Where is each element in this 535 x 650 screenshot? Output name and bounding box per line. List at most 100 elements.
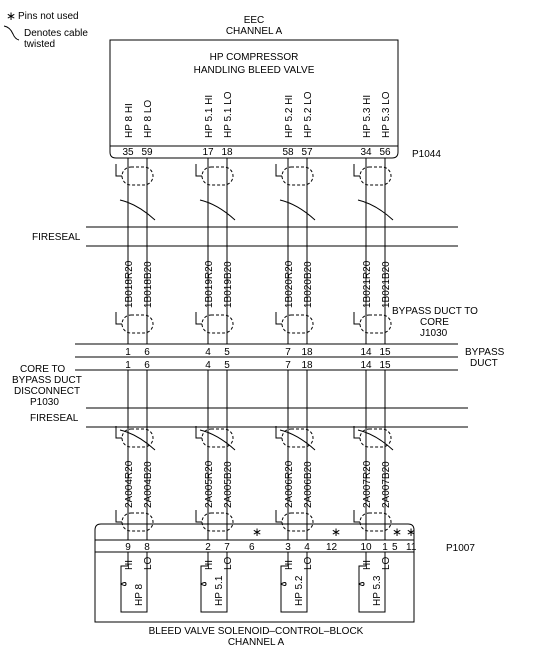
shield-icon	[281, 512, 314, 532]
legend-asterisk-icon: ∗	[6, 9, 16, 23]
footer-line1: BLEED VALVE SOLENOID–CONTROL–BLOCK	[149, 626, 364, 637]
p1007-label: P1007	[446, 543, 475, 554]
solenoid-hi-label: HI	[204, 560, 215, 570]
wire-code-lower-lo: 2A006B20	[303, 461, 314, 508]
solenoid-hi-label: HI	[284, 560, 295, 570]
p1044-pin-hi: 35	[122, 147, 134, 158]
j1030-pin-lo: 18	[301, 347, 313, 358]
twisted-cable-icon	[357, 199, 394, 221]
wire-code-lower-hi: 2A007R20	[362, 460, 373, 508]
legend: ∗ Pins not used Denotes cable twisted	[3, 9, 88, 50]
hp-hi-label: HP 5.1 HI	[204, 95, 215, 138]
p1007-pin-lo: 1	[382, 542, 388, 553]
hp-lo-label: HP 5.3 LO	[381, 91, 392, 138]
wire-code-lower-hi: 2A006R20	[284, 460, 295, 508]
core-to-bypass-line3: DISCONNECT	[14, 386, 80, 397]
core-to-bypass-line1: CORE TO	[20, 364, 65, 375]
p1007-pin-hi: 9	[125, 542, 131, 553]
twisted-cable-icon	[279, 429, 316, 451]
solenoid-lead-lo	[295, 552, 308, 613]
shield-ground-icon	[115, 312, 122, 325]
solenoid-lo-label: LO	[143, 556, 154, 570]
shield-icon	[201, 166, 234, 186]
j1030-pin-lo: 15	[379, 347, 391, 358]
hp-box-title-line1: HP COMPRESSOR	[210, 52, 299, 63]
p1044-pin-lo: 56	[379, 147, 391, 158]
shield-ground-icon	[195, 426, 202, 439]
solenoid-coil-icon	[120, 582, 127, 586]
j1030-pin-hi: 1	[125, 347, 131, 358]
shield-ground-icon	[353, 312, 360, 325]
fireseal-lower-label: FIRESEAL	[30, 413, 79, 424]
solenoid-name: HP 5.3	[372, 575, 383, 606]
p1030-pin-lo: 5	[224, 360, 230, 371]
p1030-pin-hi: 4	[205, 360, 211, 371]
solenoid-lead-lo	[135, 552, 148, 613]
hp-hi-label: HP 5.3 HI	[362, 95, 373, 138]
eec-channel: CHANNEL A	[226, 26, 283, 37]
hp-lo-label: HP 5.1 LO	[223, 91, 234, 138]
twisted-cable-icon	[279, 199, 316, 221]
p1044-pin-lo: 59	[141, 147, 153, 158]
shield-icon	[359, 314, 392, 334]
shield-ground-icon	[115, 426, 122, 439]
p1007-pin-lo: 7	[224, 542, 230, 553]
solenoid-hi-label: HI	[124, 560, 135, 570]
shield-ground-icon	[275, 164, 282, 177]
wire-code-lower-lo: 2A005B20	[223, 461, 234, 508]
unused-mark-2: ∗	[331, 525, 341, 539]
shield-icon	[281, 166, 314, 186]
wire-code-upper-hi: 1B020R20	[284, 260, 295, 308]
p1030-pin-lo: 18	[301, 360, 313, 371]
unused-pin-3: 5	[392, 542, 398, 553]
unused-mark-1: ∗	[252, 525, 262, 539]
wire-code-upper-hi: 1B019R20	[204, 260, 215, 308]
p1007-pin-hi: 3	[285, 542, 291, 553]
twisted-cable-icon	[199, 429, 236, 451]
twisted-cable-icon	[119, 429, 156, 451]
shield-ground-icon	[195, 164, 202, 177]
p1030-pin-hi: 14	[360, 360, 372, 371]
twisted-cable-icon	[119, 199, 156, 221]
shield-icon	[201, 512, 234, 532]
unused-pin-4: 11	[406, 542, 417, 553]
solenoid-control-block	[94, 539, 415, 623]
core-to-bypass-line2: BYPASS DUCT	[12, 375, 82, 386]
shield-icon	[121, 512, 154, 532]
bypass-duct-label-line1: BYPASS	[465, 347, 505, 358]
shield-icon	[359, 512, 392, 532]
wire-code-lower-hi: 2A004R20	[124, 460, 135, 508]
j1030-pin-hi: 4	[205, 347, 211, 358]
solenoid-lead-hi	[200, 552, 215, 613]
solenoid-lead-hi	[358, 552, 373, 613]
p1044-pin-lo: 57	[301, 147, 313, 158]
solenoid-coil-icon	[358, 582, 365, 586]
hp-lo-label: HP 5.2 LO	[303, 91, 314, 138]
p1044-connector	[109, 146, 399, 159]
footer-line2: CHANNEL A	[228, 637, 285, 648]
solenoid-lo-label: LO	[303, 556, 314, 570]
shield-icon	[121, 428, 154, 448]
wire-code-upper-lo: 1B021B20	[381, 261, 392, 308]
shield-ground-icon	[275, 426, 282, 439]
solenoid-hi-label: HI	[362, 560, 373, 570]
legend-pins-not-used: Pins not used	[18, 11, 79, 22]
unused-pins: ∗ 6 ∗ 12 ∗ 5 ∗ 11	[249, 525, 417, 553]
shield-icon	[121, 166, 154, 186]
shield-ground-icon	[115, 164, 122, 177]
shield-ground-icon	[353, 164, 360, 177]
shield-ground-icon	[195, 510, 202, 523]
core-to-bypass-line4: P1030	[30, 397, 59, 408]
hp-compressor-box	[109, 39, 399, 147]
fireseal-upper-label: FIRESEAL	[32, 232, 81, 243]
solenoid-lo-label: LO	[223, 556, 234, 570]
p1044-pin-lo: 18	[221, 147, 233, 158]
legend-twisted-line2: twisted	[24, 39, 55, 50]
solenoid-lead-lo	[215, 552, 228, 613]
solenoid-name: HP 5.2	[294, 575, 305, 606]
solenoid-lead-hi	[120, 552, 135, 613]
